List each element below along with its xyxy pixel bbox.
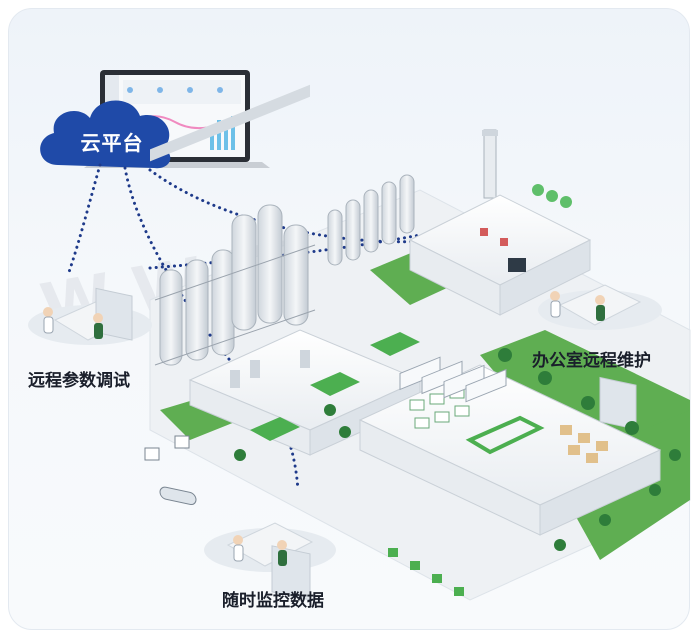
operator-icon [550, 291, 605, 321]
label-monitoring: 随时监控数据 [222, 591, 324, 611]
operator-icon [233, 535, 287, 566]
factory-hall [358, 364, 662, 536]
boiler-building [408, 184, 592, 316]
chimney-icon [482, 129, 498, 199]
tree-icon [234, 348, 681, 551]
workstation-office [538, 284, 662, 430]
tanker-truck-icon [144, 435, 197, 506]
workstation-monitoring [204, 522, 336, 601]
operator-icon [43, 307, 103, 339]
label-office-maintenance: 办公室远程维护 [532, 351, 651, 371]
label-remote-params: 远程参数调试 [28, 371, 130, 391]
cloud-icon [40, 100, 171, 169]
workstation-remote-params [28, 287, 152, 345]
storage-tanks-mid [327, 174, 415, 266]
cloud-platform-label: 云平台 [80, 131, 144, 155]
storage-tanks-left [150, 84, 316, 366]
box-truck-icon [388, 356, 507, 596]
green-sheds [250, 332, 420, 441]
